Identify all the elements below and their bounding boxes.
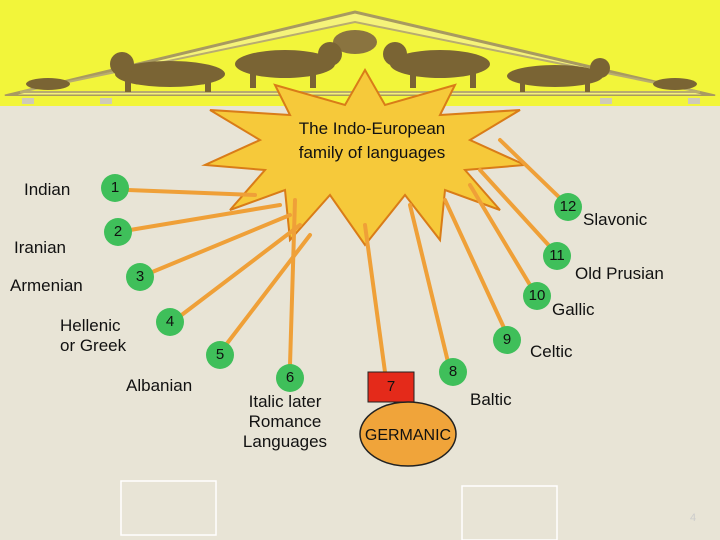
label-italic-line-2: Romance: [230, 412, 340, 432]
num-7: 7: [381, 379, 401, 395]
label-albanian: Albanian: [126, 376, 192, 396]
line-7: [365, 225, 385, 372]
num-11: 11: [545, 248, 569, 264]
label-armenian: Armenian: [10, 276, 83, 296]
page-number: 4: [690, 512, 696, 524]
placeholder-box-left: [121, 481, 216, 535]
label-hellenic-line-1: Hellenic: [60, 316, 126, 336]
label-hellenic-line-2: or Greek: [60, 336, 126, 356]
label-celtic: Celtic: [530, 342, 573, 362]
label-old-prusian: Old Prusian: [575, 264, 664, 284]
line-8: [410, 205, 448, 362]
num-10: 10: [525, 288, 549, 304]
label-hellenic: Hellenic or Greek: [60, 316, 126, 356]
num-6: 6: [280, 370, 300, 386]
line-12: [500, 140, 562, 200]
line-9: [445, 200, 505, 330]
label-baltic: Baltic: [470, 390, 512, 410]
label-slavonic: Slavonic: [583, 210, 647, 230]
num-9: 9: [497, 332, 517, 348]
label-italic-line-1: Italic later: [230, 392, 340, 412]
label-iranian: Iranian: [14, 238, 66, 258]
line-2: [130, 205, 280, 230]
placeholder-box-right: [462, 486, 557, 540]
title: The Indo-European family of languages: [262, 117, 482, 165]
title-line-2: family of languages: [262, 141, 482, 165]
line-1: [128, 190, 255, 195]
label-gallic: Gallic: [552, 300, 595, 320]
label-italic-line-3: Languages: [230, 432, 340, 452]
num-3: 3: [130, 269, 150, 285]
num-8: 8: [443, 364, 463, 380]
label-italic: Italic later Romance Languages: [230, 392, 340, 452]
num-4: 4: [160, 314, 180, 330]
label-germanic: GERMANIC: [360, 426, 456, 446]
title-line-1: The Indo-European: [262, 117, 482, 141]
num-12: 12: [556, 199, 580, 215]
num-1: 1: [105, 180, 125, 196]
label-indian: Indian: [24, 180, 70, 200]
num-5: 5: [210, 347, 230, 363]
num-2: 2: [108, 224, 128, 240]
